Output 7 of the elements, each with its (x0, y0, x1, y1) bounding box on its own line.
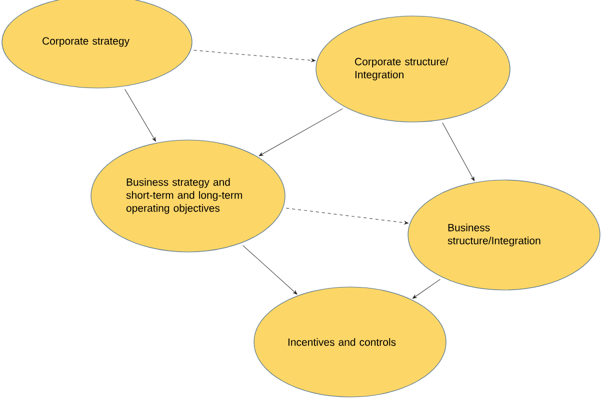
arrow (286, 208, 408, 224)
arrow (242, 245, 298, 294)
arrow (412, 279, 440, 299)
arrow (194, 50, 316, 62)
arrow (442, 122, 475, 182)
arrow (124, 88, 156, 142)
arrow (258, 108, 343, 156)
